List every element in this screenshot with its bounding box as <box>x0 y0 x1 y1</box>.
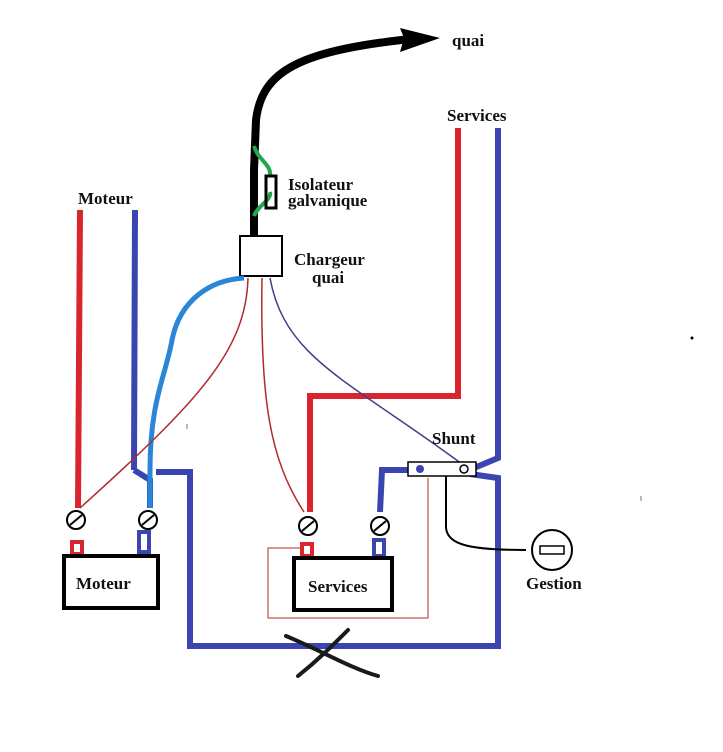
negative-bus-loop <box>156 469 501 649</box>
services-sense-wire <box>267 478 429 619</box>
moteur-negative-terminal <box>137 510 158 554</box>
services-top-label: Services <box>447 106 507 125</box>
shunt-label: Shunt <box>432 429 476 448</box>
moteur-top-label: Moteur <box>78 189 133 208</box>
chargeur-label: Chargeur <box>294 250 365 269</box>
moteur-negative-cable <box>131 209 138 471</box>
shunt-terminal-right <box>459 464 469 474</box>
services-negative-terminal <box>370 516 390 558</box>
charger-to-shunt-negative <box>269 277 471 471</box>
battery-moteur <box>62 554 160 610</box>
moteur-positive-terminal <box>66 510 86 556</box>
battery-services <box>292 556 394 612</box>
shore-charger <box>239 235 283 277</box>
shunt-sense-wire <box>445 476 527 551</box>
services-positive-cable <box>307 128 461 512</box>
services-negative-to-shunt <box>377 467 418 513</box>
gestion-gauge-display <box>539 545 565 555</box>
isolator-wire <box>252 145 273 217</box>
stray-dot <box>690 336 694 340</box>
services-positive-terminal <box>298 516 318 558</box>
charger-negative-cable <box>147 275 245 508</box>
gestion-label: Gestion <box>526 574 582 593</box>
galvanique-label: galvanique <box>288 191 368 210</box>
shore-cable <box>250 34 424 240</box>
battery-moteur-label: Moteur <box>76 574 131 593</box>
cross-out-mark <box>284 628 380 678</box>
shunt <box>407 461 477 477</box>
services-negative-cable <box>472 128 501 471</box>
quai-arrow-icon <box>400 28 440 52</box>
quai-label: quai <box>452 31 484 50</box>
chargeur-quai-label: quai <box>312 268 344 287</box>
charger-to-moteur-positive <box>79 277 249 509</box>
charger-to-services-positive <box>261 277 305 513</box>
moteur-positive-cable <box>75 209 83 509</box>
galvanic-isolator <box>264 174 278 210</box>
isolateur-label: Isolateur <box>288 175 354 194</box>
shunt-terminal-left <box>416 465 424 473</box>
battery-services-label: Services <box>308 577 368 596</box>
